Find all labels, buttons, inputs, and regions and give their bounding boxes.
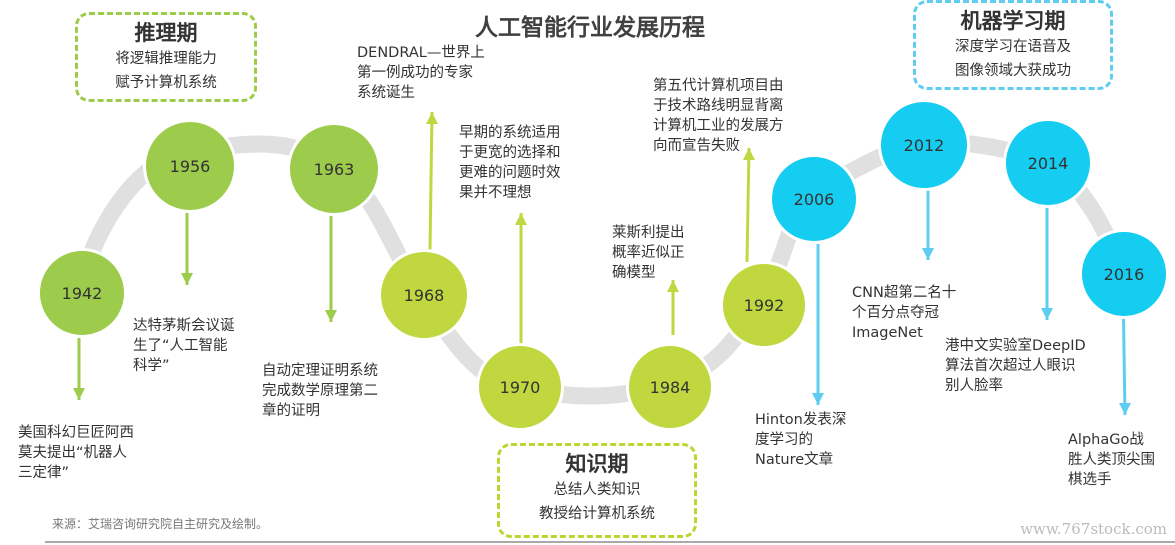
event-line: 第五代计算机项目由 [653,78,784,94]
event-line: Hinton发表深 [755,412,847,428]
event-line: 计算机工业的发展方 [653,118,784,134]
arrow-line [745,147,751,263]
event-description: Hinton发表深度学习的 Nature文章 [755,410,846,470]
event-line: Nature文章 [755,452,834,468]
event-line: CNN超第二名十 [852,285,957,301]
event-description: 港中文实验室DeepID 算法首次超过人眼识别人脸率 [945,336,1086,396]
event-line: AlphaGo战 [1068,432,1144,448]
event-line: 达特茅斯会议诞 [133,318,235,334]
year-node-2006: 2006 [769,154,859,244]
year-node-1956: 1956 [143,119,237,213]
event-line: 确模型 [612,265,656,281]
event-line: 早期的系统适用 [459,125,561,141]
event-line: 向而宣告失败 [653,138,740,154]
event-line: 果并不理想 [459,185,532,201]
page-title: 人工智能行业发展历程 [475,15,705,41]
source-note: 来源：艾瑞咨询研究院自主研究及绘制。 [52,517,269,531]
event-line: ImageNet [852,325,923,341]
event-line: 概率近似正 [612,245,685,261]
event-line: 三定律” [18,465,70,481]
arrow-head-icon [426,112,438,124]
event-description: 自动定理证明系统完成数学原理第二章的证明 [262,361,378,421]
phase-box-reasoning: 推理期 将逻辑推理能力 赋予计算机系统 [75,12,257,102]
arrow-head-icon [667,280,679,292]
event-line: 自动定理证明系统 [262,363,378,379]
phase-title: 推理期 [134,21,198,45]
event-line: 完成数学原理第二 [262,383,378,399]
arrow-head-icon [73,388,85,400]
phase-desc: 总结人类知识 [553,482,641,498]
event-line: 别人脸率 [945,378,1003,394]
year-node-1942: 1942 [37,248,127,338]
event-line: 港中文实验室DeepID [945,338,1086,354]
arrow-head-icon [743,148,755,160]
event-line: 美国科幻巨匠阿西 [18,425,134,441]
event-line: 系统诞生 [357,85,415,101]
event-line: 度学习的 [755,432,813,448]
event-description: 达特茅斯会议诞生了“人工智能科学” [133,316,235,376]
year-node-1984: 1984 [626,343,714,431]
phase-title: 机器学习期 [960,9,1066,33]
watermark: www.767stock.com [1020,520,1167,538]
event-description: 美国科幻巨匠阿西莫夫提出“机器人三定律” [18,423,134,483]
phase-desc: 深度学习在语音及 [955,39,1071,55]
phase-title: 知识期 [565,452,629,476]
event-line: 生了“人工智能 [133,338,228,354]
phase-desc: 教授给计算机系统 [539,506,655,522]
event-description: CNN超第二名十个百分点夺冠 ImageNet [852,283,956,343]
event-line: 个百分点夺冠 [852,305,939,321]
event-line: DENDRAL—世界上 [357,45,485,61]
event-line: 莫夫提出“机器人 [18,445,128,461]
phase-desc: 图像领域大获成功 [955,63,1071,79]
phase-desc: 赋予计算机系统 [115,75,217,91]
phase-box-knowledge: 知识期 总结人类知识 教授给计算机系统 [497,443,697,538]
event-line: 于更宽的选择和 [459,145,561,161]
year-node-1970: 1970 [476,343,564,431]
event-line: 于技术路线明显背离 [653,98,784,114]
arrow-head-icon [1041,308,1053,320]
event-description: 早期的系统适用于更宽的选择和更难的问题时效果并不理想 [459,123,561,203]
footer-divider [45,541,1175,543]
year-node-1963: 1963 [287,122,381,216]
event-line: 更难的问题时效 [459,165,561,181]
year-node-1992: 1992 [720,261,808,349]
event-line: 胜人类顶尖围 [1068,452,1155,468]
phase-desc: 将逻辑推理能力 [115,51,217,67]
arrow-head-icon [515,213,527,225]
year-node-2012: 2012 [878,99,970,191]
event-line: 棋选手 [1068,472,1112,488]
event-description: DENDRAL—世界上第一例成功的专家系统诞生 [357,43,485,103]
arrow-head-icon [181,273,193,285]
arrow-head-icon [812,393,824,405]
year-node-2014: 2014 [1003,118,1093,208]
arrow-line [428,111,434,251]
year-node-1968: 1968 [378,249,470,341]
arrow-head-icon [1119,403,1131,415]
event-line: 第一例成功的专家 [357,65,473,81]
arrow-head-icon [325,310,337,322]
arrow-head-icon [922,248,934,260]
event-description: 莱斯利提出概率近似正确模型 [612,223,685,283]
event-description: AlphaGo战胜人类顶尖围棋选手 [1068,430,1155,490]
event-description: 第五代计算机项目由于技术路线明显背离计算机工业的发展方向而宣告失败 [653,76,784,156]
event-line: 算法首次超过人眼识 [945,358,1076,374]
year-node-2016: 2016 [1079,229,1169,319]
phase-box-machine-learning: 机器学习期 深度学习在语音及 图像领域大获成功 [913,0,1113,90]
event-line: 莱斯利提出 [612,225,685,241]
event-line: 章的证明 [262,403,320,419]
event-line: 科学” [133,358,170,374]
